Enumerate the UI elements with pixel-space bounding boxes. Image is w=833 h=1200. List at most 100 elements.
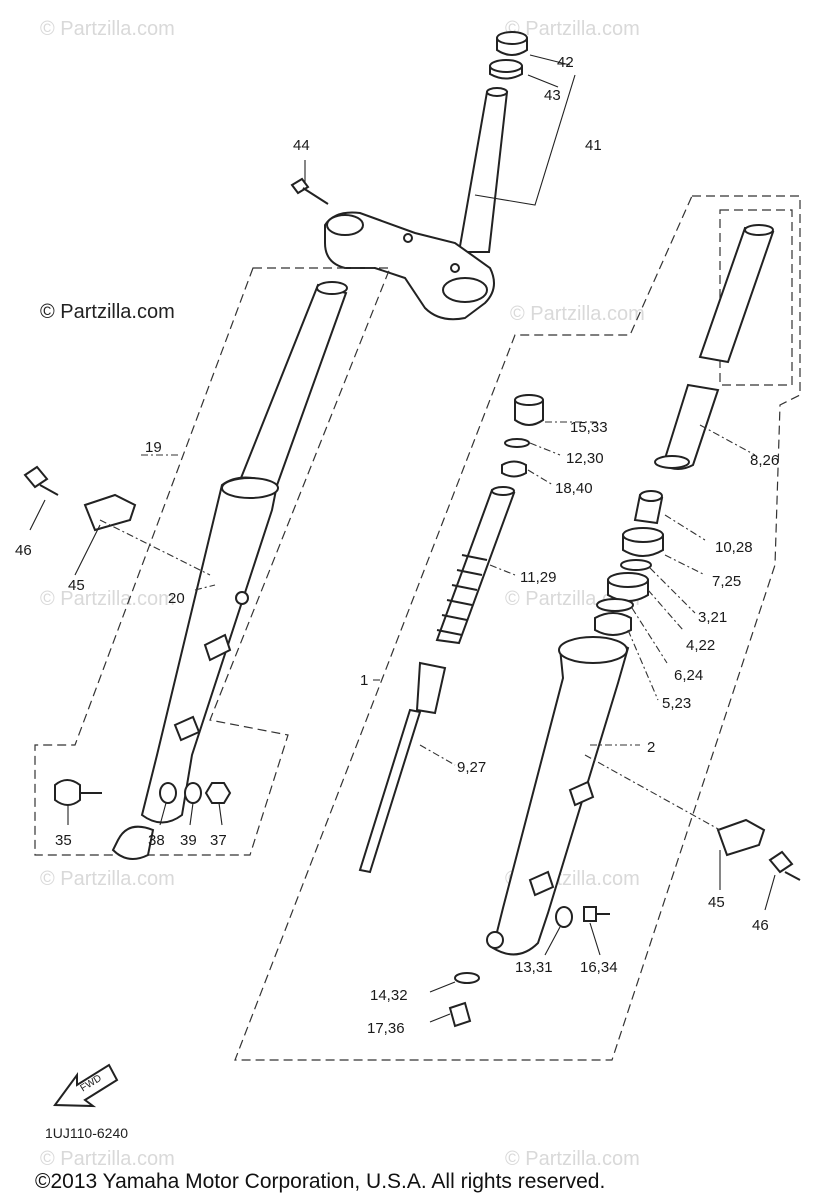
watermark: © Partzilla.com [40, 588, 175, 610]
outer-tube-2-top [558, 636, 628, 664]
inner-tube-subgroup-outline [719, 209, 793, 386]
leader-12-30 [529, 442, 561, 456]
clamp-45 [83, 493, 137, 532]
leader-13-31 [544, 926, 561, 956]
watermark: © Partzilla.com [40, 1148, 175, 1170]
clip-3 [620, 559, 652, 571]
drain-bolt-17 [448, 1001, 472, 1028]
spring-top [491, 486, 515, 496]
leader-7-25 [664, 554, 706, 576]
callout-42: 42 [557, 54, 574, 71]
callout-4-22: 4,22 [686, 637, 715, 654]
callout-17-36: 17,36 [367, 1020, 405, 1037]
watermark: © Partzilla.com [40, 18, 175, 40]
left-inner-tube [239, 283, 348, 490]
damper-rod-9 [358, 708, 422, 874]
callout-3-21: 3,21 [698, 609, 727, 626]
right-inner-tube-upper [698, 226, 775, 364]
leader-16-34 [589, 922, 601, 956]
bushing-5 [594, 612, 632, 636]
washer-39 [184, 782, 202, 804]
leader-45-clamp [74, 524, 101, 576]
callout-6-24: 6,24 [674, 667, 703, 684]
right-caliper-mount [568, 780, 595, 807]
callout-44: 44 [293, 137, 310, 154]
callout-1: 1 [360, 672, 368, 689]
washer-6 [596, 598, 634, 612]
callout-15-33: 15,33 [570, 419, 608, 436]
bolt-44-shank [302, 187, 329, 205]
steering-stem-shaft [457, 91, 509, 253]
leader-14-32 [429, 981, 456, 993]
left-outer-tube-top [221, 477, 279, 499]
bolt-16-head [583, 906, 597, 922]
callout-43: 43 [544, 87, 561, 104]
fwd-arrow-shape [53, 1063, 119, 1108]
leader-18-40 [527, 469, 554, 486]
nut-37 [204, 782, 232, 804]
bolt-35-head [54, 779, 81, 806]
leader-3-21 [649, 567, 696, 614]
bolt-46-head [768, 850, 794, 874]
washer-38 [159, 782, 177, 804]
dust-seal-top [622, 527, 664, 543]
callout-41: 41 [585, 137, 602, 154]
callout-12-30: 12,30 [566, 450, 604, 467]
watermark: © Partzilla.com [510, 303, 645, 325]
leader-5-23 [627, 629, 659, 701]
leader-37 [218, 802, 223, 826]
damper-rod-head [415, 661, 447, 715]
leader-41-bracket [474, 74, 576, 206]
cap-bolt-top [514, 394, 544, 406]
callout-13-31: 13,31 [515, 959, 553, 976]
o-ring-12 [504, 438, 530, 448]
callout-46: 46 [15, 542, 32, 559]
callout-38: 38 [148, 832, 165, 849]
callout-20: 20 [168, 590, 185, 607]
copyright-notice: ©2013 Yamaha Motor Corporation, U.S.A. A… [35, 1170, 605, 1193]
leader-4-22 [647, 589, 684, 631]
partzilla-watermark: © Partzilla.com [40, 301, 175, 323]
leader-46-right [764, 874, 776, 911]
callout-7-25: 7,25 [712, 573, 741, 590]
cap-nut-top [496, 31, 528, 45]
callout-46-right: 46 [752, 917, 769, 934]
left-fork-assembly [23, 281, 348, 860]
left-caliper-mount [203, 633, 232, 662]
left-caliper-mount [173, 715, 201, 742]
right-axle-holder [486, 931, 504, 949]
clamp-45 [716, 818, 766, 857]
bracket-clamp-left [326, 214, 364, 236]
spring-coils [436, 554, 488, 636]
callout-16-34: 16,34 [580, 959, 618, 976]
callout-45: 45 [68, 577, 85, 594]
leader-10-28 [664, 514, 706, 541]
watermark: © Partzilla.com [505, 18, 640, 40]
callout-35: 35 [55, 832, 72, 849]
left-boss [235, 591, 249, 605]
callout-18-40: 18,40 [555, 480, 593, 497]
watermark: © Partzilla.com [40, 868, 175, 890]
callout-5-23: 5,23 [662, 695, 691, 712]
callout-11-29: 11,29 [520, 569, 556, 586]
leader-9-27 [419, 744, 456, 766]
bushing-10-top [639, 490, 663, 502]
leader-46 [29, 499, 46, 531]
callout-39: 39 [180, 832, 197, 849]
leader-45-right [584, 754, 721, 831]
leader-6-24 [631, 607, 668, 664]
leader-39 [189, 802, 194, 826]
leader-11-29 [489, 564, 516, 576]
leader-17-36 [429, 1013, 451, 1023]
fwd-arrow-icon: FWD [53, 1063, 119, 1108]
leader-45 [99, 519, 211, 576]
callout-45-right: 45 [708, 894, 725, 911]
callout-19: 19 [145, 439, 162, 456]
washer-top [489, 59, 523, 73]
spacer-18 [501, 460, 527, 478]
bolt-46-head [23, 465, 49, 489]
callout-labels: 42 43 41 44 19 46 45 20 35 38 39 37 1 2 … [15, 54, 779, 1037]
bracket-bolt [450, 263, 460, 273]
